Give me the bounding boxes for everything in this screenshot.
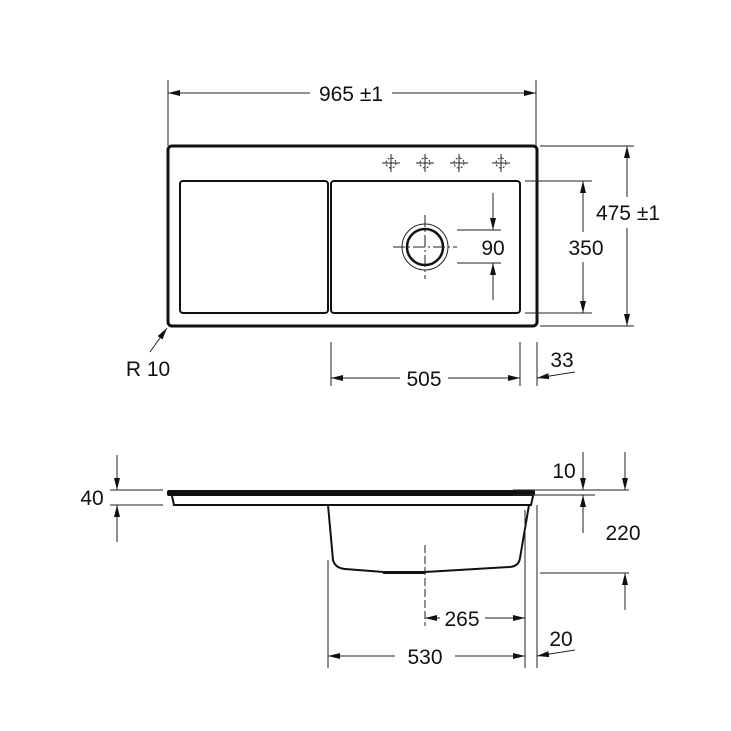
top-view: 965 ±1 475 ±1 350 90 505 33 R 10 (126, 80, 660, 391)
tap-hole-icon (492, 154, 510, 172)
rim-underside (171, 495, 534, 506)
tap-hole-icon (416, 154, 434, 172)
tap-hole-icon (450, 154, 468, 172)
dim-edge-offset: 33 (550, 349, 573, 372)
dim-drain-position: 265 (444, 608, 479, 631)
drainboard-outline (179, 180, 329, 314)
dim-rim-thickness: 10 (552, 460, 575, 483)
dim-overall-depth: 475 ±1 (596, 202, 660, 225)
tap-holes (382, 154, 510, 172)
dim-bowl-depth: 350 (568, 237, 603, 260)
drain (393, 215, 457, 279)
dim-overall-width: 965 ±1 (319, 83, 383, 106)
drain-outlet (383, 571, 425, 574)
sink-outline (166, 144, 539, 328)
dim-bowl-height: 220 (605, 522, 640, 545)
dim-rim-height: 40 (80, 487, 103, 510)
bowl-outline (330, 180, 521, 314)
side-view: 40 10 220 265 530 20 (80, 452, 641, 669)
countertop-rim (167, 490, 535, 496)
dim-corner-radius: R 10 (126, 358, 170, 381)
dim-bowl-width: 505 (406, 368, 441, 391)
bowl-profile (327, 504, 530, 573)
tap-hole-icon (382, 154, 400, 172)
dim-drain-offset: 90 (481, 237, 504, 260)
dim-side-offset: 20 (549, 628, 572, 651)
dim-bowl-outer-width: 530 (407, 646, 442, 669)
